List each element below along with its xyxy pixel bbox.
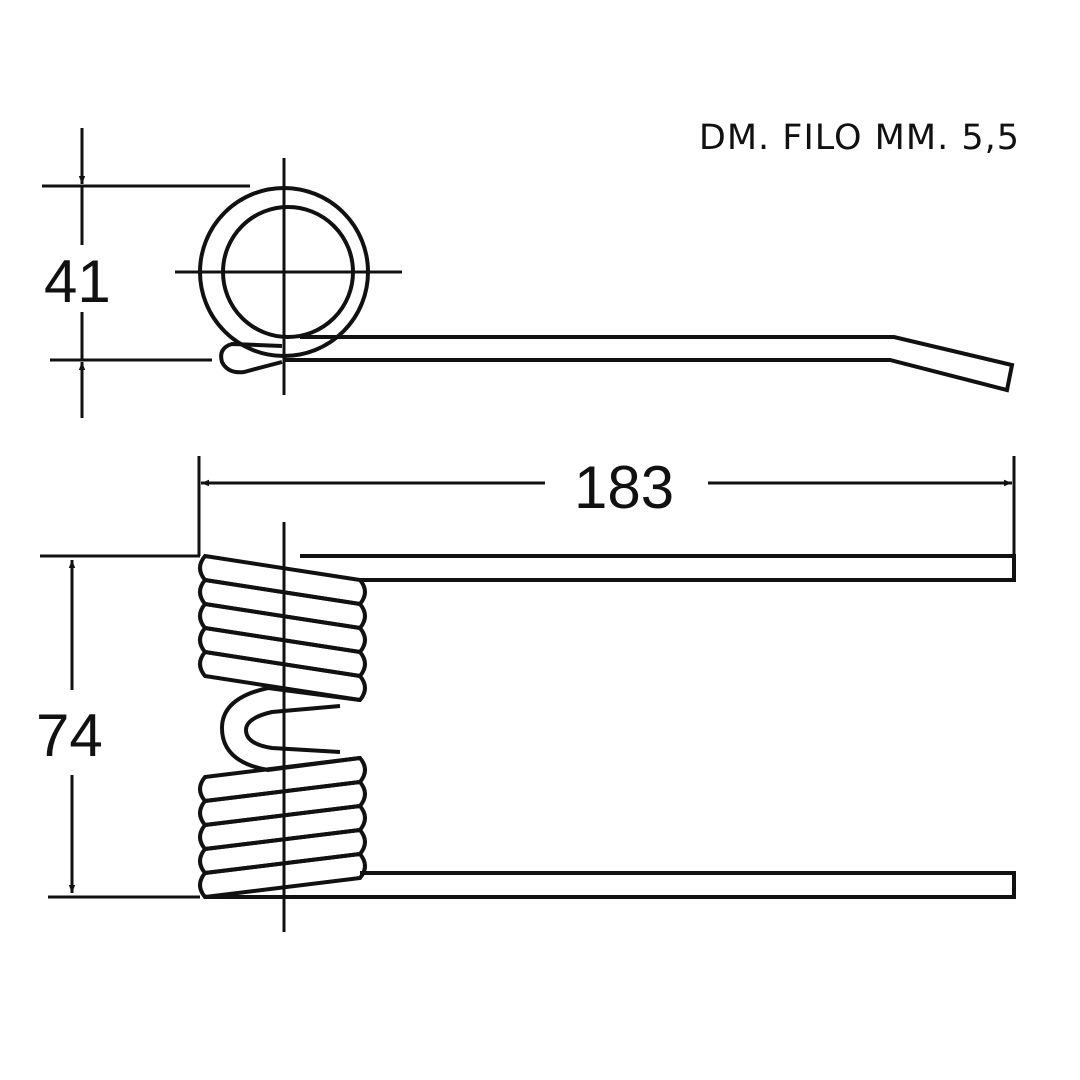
coil-outer-circle: [198, 186, 370, 358]
front-view: [40, 522, 1016, 932]
tine-arm: [284, 335, 1015, 393]
dim-41-label: 41: [44, 248, 111, 315]
side-view: [42, 128, 1015, 418]
upper-tine: [300, 554, 1016, 582]
lower-tine: [205, 871, 1016, 899]
lower-coil: [198, 755, 367, 900]
dim-183-label: 183: [574, 454, 674, 521]
upper-coil: [198, 553, 367, 703]
wire-end-hook: [219, 341, 283, 375]
dim-74-label: 74: [36, 702, 103, 769]
middle-u-bend: [219, 685, 361, 773]
wire-diameter-note: DM. FILO MM. 5,5: [698, 118, 1020, 158]
length-dimension: [197, 456, 1016, 556]
coil-inner-circle: [221, 205, 355, 339]
